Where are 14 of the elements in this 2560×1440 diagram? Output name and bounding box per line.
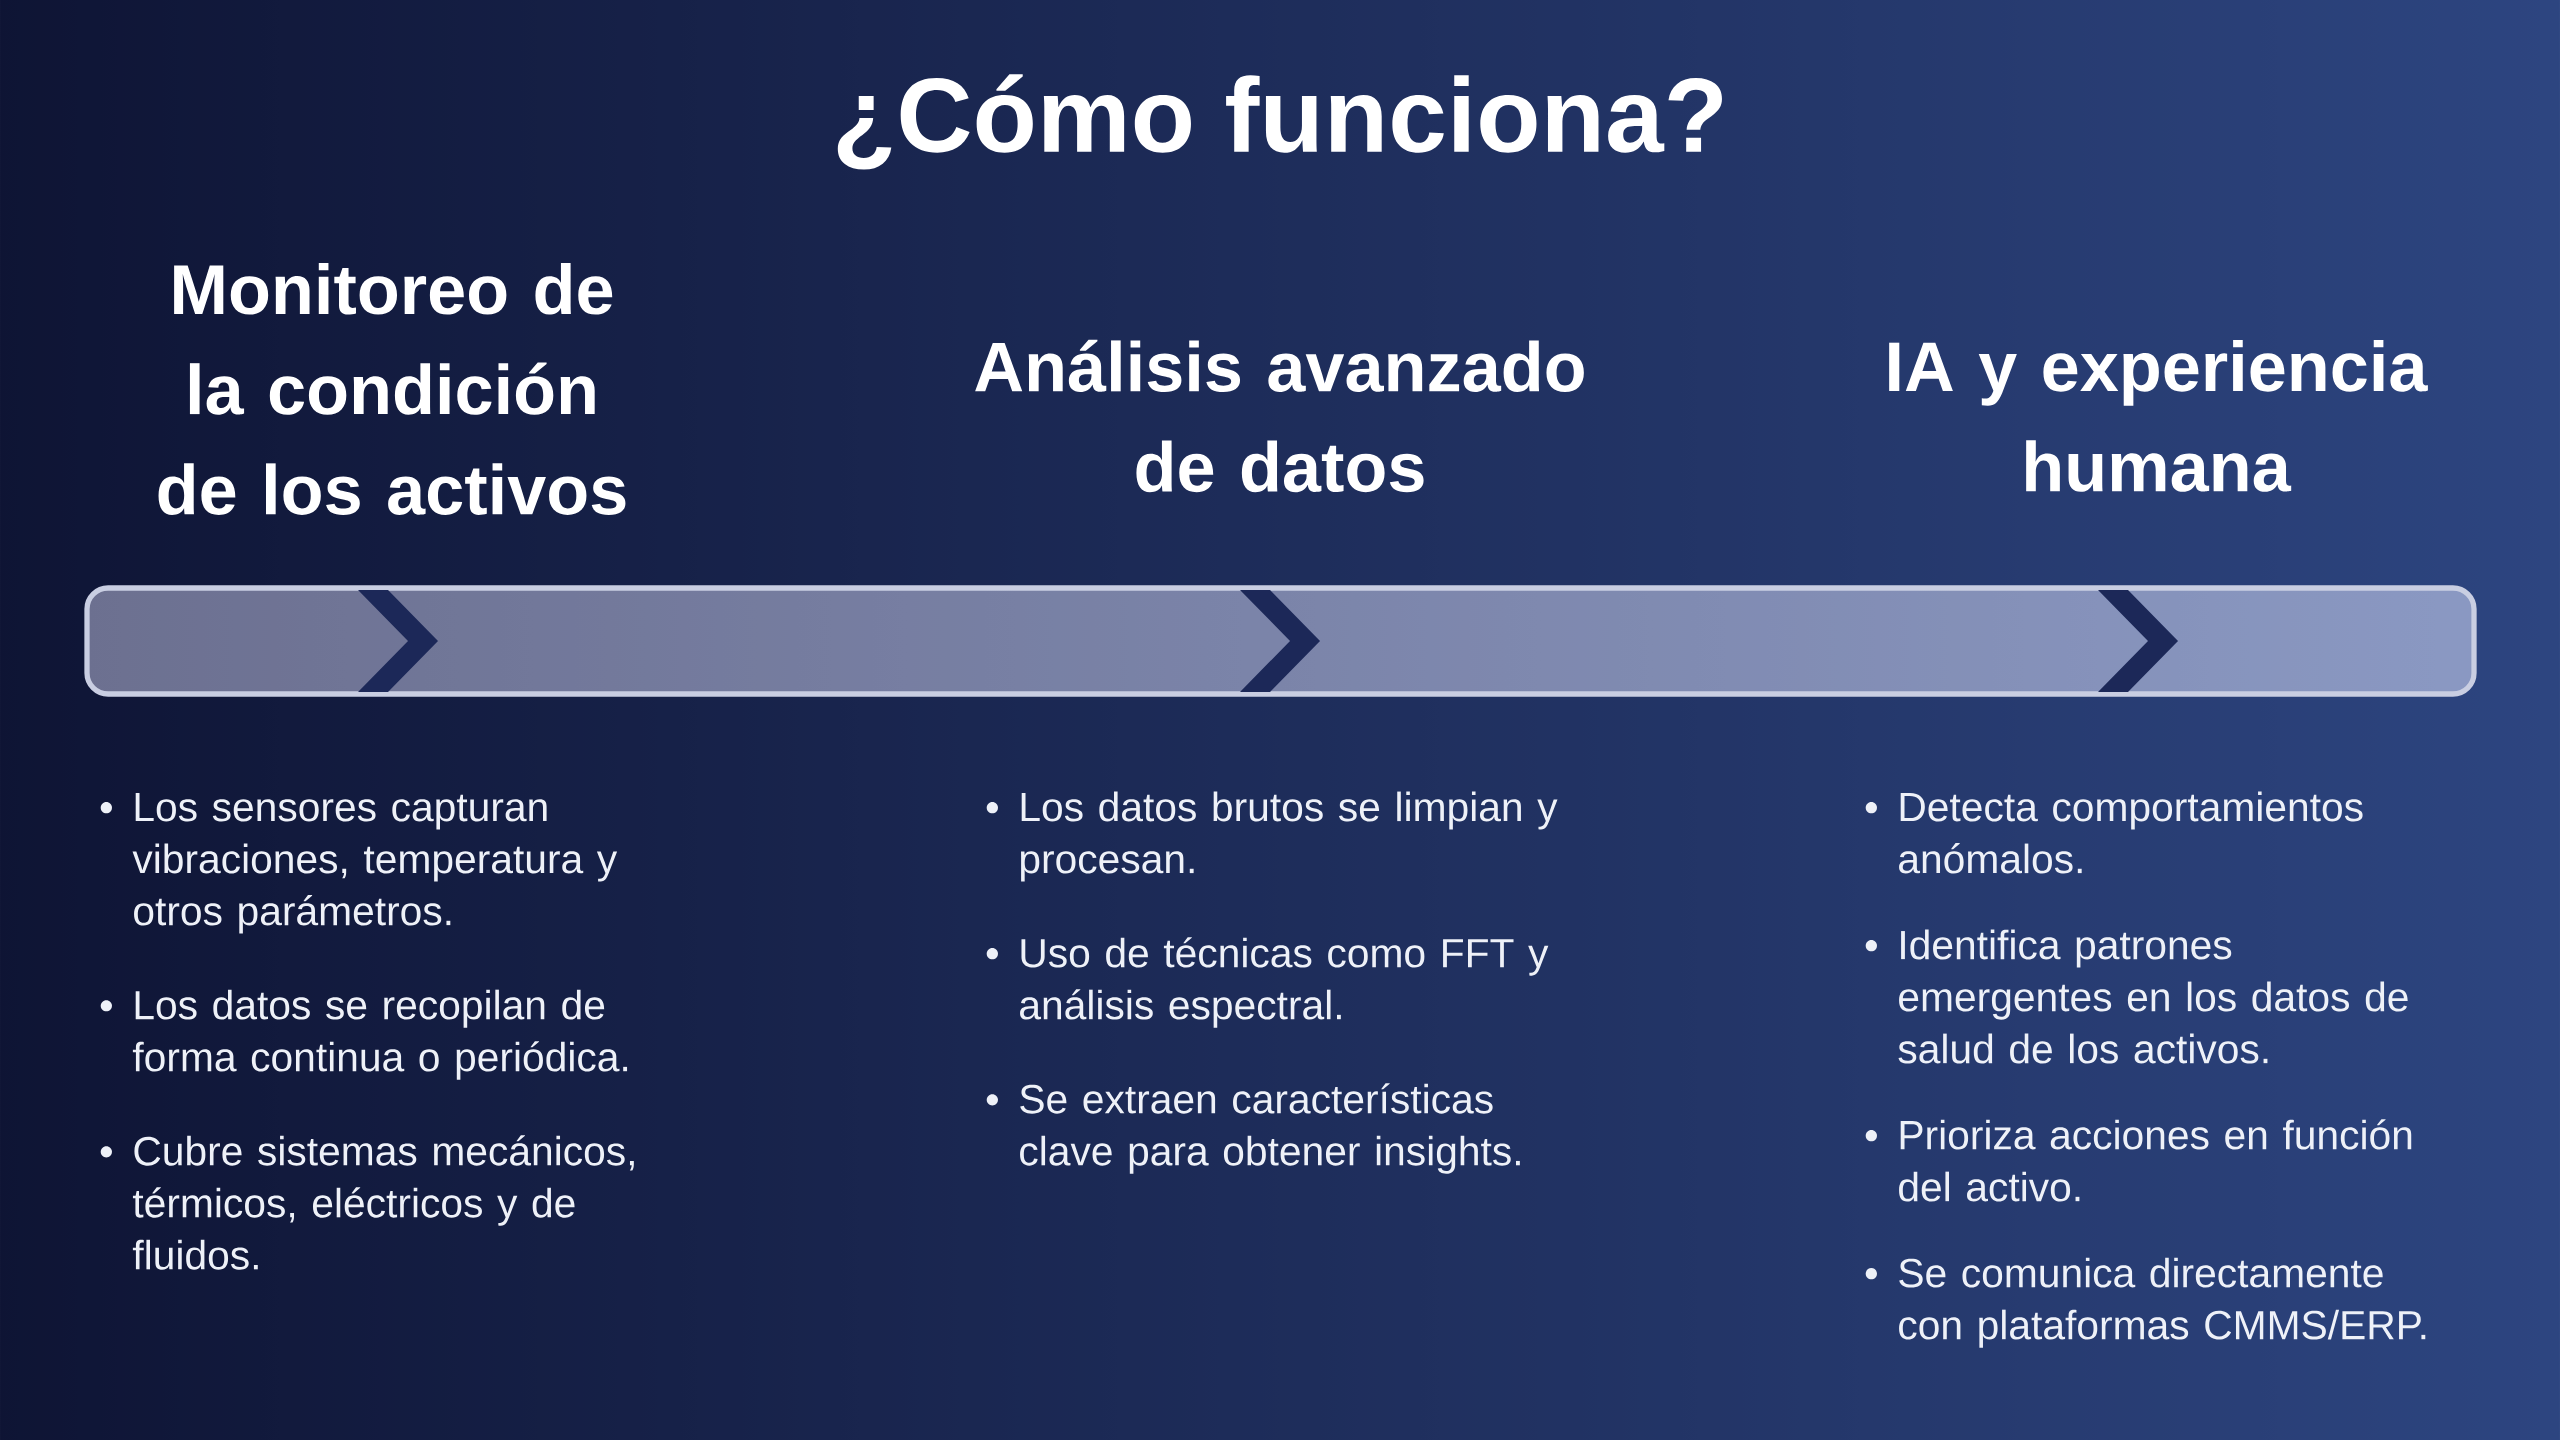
stage-heading: Análisis avanzado de datos bbox=[975, 339, 1584, 493]
bullet-text: Identifica patrones emergentes en los datos de salud de los activos. bbox=[1898, 929, 2408, 1064]
title: ¿Cómo funciona? bbox=[837, 74, 1722, 170]
stage-heading: Monitoreo de la condición de los activos bbox=[158, 263, 626, 515]
stage-heading: IA y experiencia humana bbox=[1889, 340, 2428, 492]
bullet-text: Los datos brutos se limpian y procesan. bbox=[1021, 791, 1558, 882]
bullet-text: Detecta comportamientos anómalos. bbox=[1899, 791, 2363, 874]
bullet-text: Prioriza acciones en función del activo. bbox=[1899, 1119, 2412, 1202]
bullet-text: Se extraen características clave para obtener insights. bbox=[1020, 1083, 1520, 1174]
bullet-text: Se comunica directamente con plataformas CMMS/ERP. bbox=[1899, 1257, 2426, 1348]
bullet-text: Uso de técnicas como FFT y análisis espectral. bbox=[1020, 937, 1549, 1028]
bullet-text: Cubre sistemas mecánicos, térmicos, eléctricos y de fluidos. bbox=[132, 1135, 634, 1270]
bullet-text: Los datos se recopilan de forma continua o periódica. bbox=[132, 989, 628, 1080]
bullet-text: Los sensores capturan vibraciones, temperatura y otros parámetros. bbox=[132, 793, 618, 934]
